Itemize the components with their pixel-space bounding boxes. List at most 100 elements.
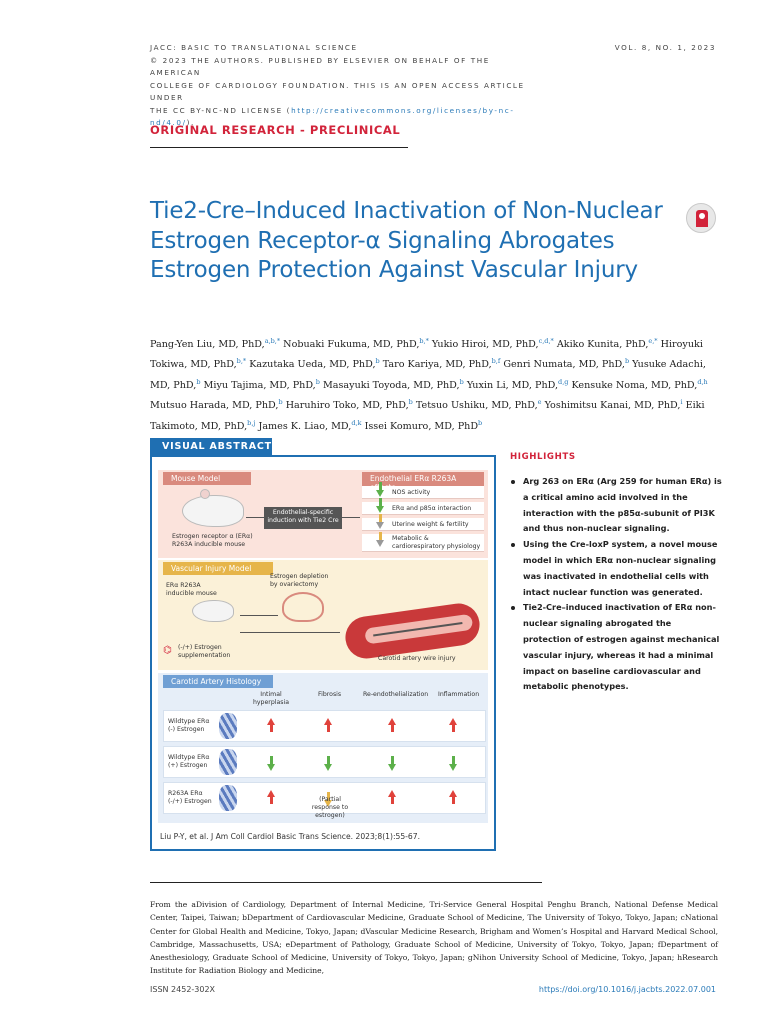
down-arrow-icon xyxy=(449,756,457,771)
arrow-icon xyxy=(240,632,340,633)
author-name: Yukio Hiroi, MD, PhD, xyxy=(431,339,539,351)
estrogen-molecule-icon: ⌬ xyxy=(163,645,172,656)
down-arrow-icon xyxy=(376,498,384,513)
journal-line: JACC: BASIC TO TRANSLATIONAL SCIENCE xyxy=(150,43,358,52)
journal-line: THE CC BY-NC-ND LICENSE (http://creative… xyxy=(150,105,515,128)
author-list: Pang-Yen Liu, MD, PhD,a,b,* Nobuaki Fuku… xyxy=(150,333,710,435)
protein-icon xyxy=(219,785,237,811)
affiliation-marker: a,b,* xyxy=(264,337,281,345)
arrow-icon xyxy=(240,615,278,616)
affiliation-marker: e,* xyxy=(648,337,658,345)
neutral-arrow-icon xyxy=(376,514,384,529)
affiliation-marker: b xyxy=(408,398,413,407)
highlights-list: Arg 263 on ERα (Arg 259 for human ERα) i… xyxy=(510,474,722,695)
row-label: Wildtype ERα(-) Estrogen xyxy=(168,718,210,733)
induction-box: Endothelial-specific induction with Tie2… xyxy=(264,507,342,529)
affiliation-marker: d,g xyxy=(558,377,569,386)
mouse-illustration xyxy=(182,495,244,527)
highlight-item: Using the Cre-loxP system, a novel mouse… xyxy=(510,537,722,600)
author-name: Yusuke Adachi, MD, PhD, xyxy=(150,359,706,391)
affiliation-marker: b xyxy=(278,398,283,407)
down-arrow-icon xyxy=(324,756,332,771)
author-name: Genri Numata, MD, PhD, xyxy=(503,359,625,371)
affiliation-marker: i xyxy=(680,398,683,407)
arrow-icon xyxy=(342,517,360,518)
up-arrow-icon xyxy=(449,790,457,804)
up-arrow-icon xyxy=(267,790,275,804)
issn: ISSN 2452-302X xyxy=(150,985,216,994)
section-label: ORIGINAL RESEARCH - PRECLINICAL xyxy=(150,123,401,137)
author-name: Eiki Takimoto, MD, PhD, xyxy=(150,400,705,432)
histology-row xyxy=(163,782,486,814)
article-title: Tie2-Cre–Induced Inactivation of Non-Nuc… xyxy=(150,198,663,283)
highlights-title: HIGHLIGHTS xyxy=(510,452,576,462)
arrow-icon xyxy=(246,517,264,518)
artery-caption: Carotid artery wire injury xyxy=(378,655,456,662)
row-label: Wildtype ERα(+) Estrogen xyxy=(168,754,210,769)
down-arrow-icon xyxy=(388,756,396,771)
crossmark-icon[interactable] xyxy=(686,203,716,233)
author-name: Miyu Tajima, MD, PhD, xyxy=(203,379,316,391)
affiliation-marker: b,f xyxy=(491,357,501,366)
uterus-icon xyxy=(282,592,324,622)
highlight-item: Arg 263 on ERα (Arg 259 for human ERα) i… xyxy=(510,474,722,537)
affiliation-marker: b xyxy=(459,377,464,386)
author-name: James K. Liao, MD, xyxy=(258,420,352,432)
author-name: Nobuaki Fukuma, MD, PhD, xyxy=(283,339,420,351)
affiliation-marker: b xyxy=(478,418,483,427)
visual-abstract-tab: VISUAL ABSTRACT xyxy=(150,438,272,455)
neutral-arrow-icon xyxy=(376,532,384,547)
mouse-model-header: Mouse Model xyxy=(163,472,251,485)
histology-header: Carotid Artery Histology xyxy=(163,675,273,688)
mouse-ear-icon xyxy=(200,489,210,499)
author-name: Hiroyuki Tokiwa, MD, PhD, xyxy=(150,339,703,371)
partial-arrow-icon xyxy=(324,792,332,807)
vascular-model-header: Vascular Injury Model xyxy=(163,562,273,575)
down-arrow-icon xyxy=(267,756,275,771)
highlight-item: Tie2-Cre–induced inactivation of ERα non… xyxy=(510,600,722,695)
column-header: Intimal hyperplasia xyxy=(252,691,290,706)
affiliation-marker: b,* xyxy=(236,357,247,366)
down-arrow-icon xyxy=(376,482,384,497)
row-label: R263A ERα(-/+) Estrogen xyxy=(168,790,212,805)
affiliation-marker: d,k xyxy=(351,418,362,427)
author-name: Yoshimitsu Kanai, MD, PhD, xyxy=(544,400,681,412)
affiliation-marker: b xyxy=(315,377,320,386)
affiliation-marker: d,h xyxy=(697,377,708,386)
column-header: Inflammation xyxy=(438,691,480,698)
author-name: Issei Komuro, MD, PhD xyxy=(364,420,479,432)
up-arrow-icon xyxy=(388,718,396,732)
author-name: Yuxin Li, MD, PhD, xyxy=(466,379,559,391)
protein-icon xyxy=(219,713,237,739)
journal-header: JACC: BASIC TO TRANSLATIONAL SCIENCE © 2… xyxy=(150,42,530,130)
affiliation-marker: b xyxy=(624,357,630,366)
author-name: Pang-Yen Liu, MD, PhD, xyxy=(150,339,265,351)
protein-icon xyxy=(219,749,237,775)
affiliation-marker: b,j xyxy=(247,418,256,427)
mouse-model-caption: Estrogen receptor α (ERα) R263A inducibl… xyxy=(172,533,253,548)
affiliation-marker: b,* xyxy=(419,337,429,345)
affiliation-marker: e xyxy=(537,398,542,407)
up-arrow-icon xyxy=(449,718,457,732)
license-link[interactable]: http://creativecommons.org/licenses/by-n… xyxy=(150,105,515,128)
author-name: Taro Kariya, MD, PhD, xyxy=(382,359,492,371)
mouse-illustration xyxy=(192,600,234,622)
section-divider xyxy=(150,147,408,148)
affiliation-marker: c,d,* xyxy=(538,337,554,345)
vascular-mouse-caption: ERα R263A inducible mouse xyxy=(166,582,217,597)
affiliation-marker: b xyxy=(196,377,201,386)
doi-link[interactable]: https://doi.org/10.1016/j.jacbts.2022.07… xyxy=(538,985,716,994)
affiliations: From the aDivision of Cardiology, Depart… xyxy=(150,900,718,976)
estrogen-supplement-caption: (-/+) Estrogen supplementation xyxy=(178,644,231,659)
partial-response-note: (Partial response to estrogen) xyxy=(311,796,349,819)
volume-info: VOL. 8, NO. 1, 2023 xyxy=(614,43,716,52)
depletion-caption: Estrogen depletion by ovariectomy xyxy=(270,573,329,588)
journal-line: COLLEGE OF CARDIOLOGY FOUNDATION. THIS I… xyxy=(150,80,525,103)
journal-line: © 2023 THE AUTHORS. PUBLISHED BY ELSEVIE… xyxy=(150,55,490,78)
visual-abstract-citation: Liu P-Y, et al. J Am Coll Cardiol Basic … xyxy=(160,832,420,841)
column-header: Fibrosis xyxy=(318,691,342,698)
up-arrow-icon xyxy=(324,718,332,732)
effect-item: Metabolic & cardiorespiratory physiology xyxy=(362,534,484,552)
column-header: Re-endothelialization xyxy=(363,691,429,698)
author-name: Tetsuo Ushiku, MD, PhD, xyxy=(415,400,538,412)
